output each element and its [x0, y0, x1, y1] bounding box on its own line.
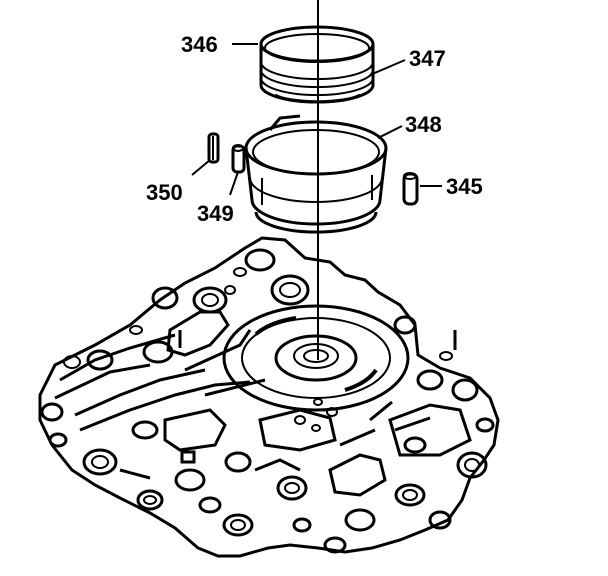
- leader-lines: [191, 43, 442, 196]
- callout-346: 346: [181, 32, 218, 57]
- callout-347: 347: [409, 46, 446, 71]
- pin-part-349: [231, 144, 246, 174]
- callout-345: 345: [446, 174, 483, 199]
- clip-part-350: [207, 132, 220, 164]
- valve-body-casting: [38, 236, 500, 558]
- callout-348: 348: [405, 112, 442, 137]
- callout-350: 350: [146, 180, 183, 205]
- servo-cylinder-part-348: [244, 114, 388, 234]
- pin-part-345: [402, 172, 419, 206]
- callout-349: 349: [197, 201, 234, 226]
- seal-ring-part-346-347: [259, 25, 375, 104]
